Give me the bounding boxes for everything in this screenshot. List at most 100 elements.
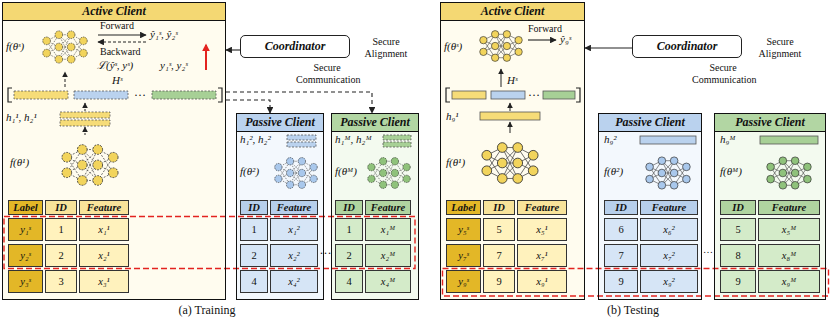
math-label: ℒ(ŷˢ, yˢ) — [97, 59, 133, 72]
table-cell: x₈ᴹ — [758, 244, 820, 267]
panel-heading: Passive Client — [599, 114, 701, 132]
panel-fill — [714, 113, 826, 300]
table-cell: x₅¹ — [517, 218, 567, 241]
math-label: f(θ¹) — [446, 156, 465, 169]
math-label: ŷ₉ˢ — [560, 33, 571, 46]
math-label: f(θˢ) — [6, 40, 24, 53]
table-cell: x₁¹ — [79, 218, 129, 241]
panel-fill — [236, 113, 324, 300]
table-cell: 7 — [604, 244, 638, 267]
table-cell: 4 — [335, 270, 363, 293]
table-header-cell: Feature — [270, 200, 318, 215]
table-cell: x₉² — [640, 270, 698, 293]
table-cell: 5 — [483, 218, 515, 241]
table-header-cell: ID — [604, 200, 638, 215]
panel-fills — [2, 2, 826, 300]
loss-arrow — [205, 45, 207, 70]
table-cell: x₂² — [270, 244, 318, 267]
math-label: Hˢ — [112, 74, 122, 87]
flow-arrow — [501, 69, 502, 87]
embedding-bar — [543, 91, 575, 99]
embedding-bar — [452, 91, 486, 99]
table-cell: y₅ˢ — [446, 218, 481, 241]
flow-arrow — [85, 127, 86, 135]
table-cell: x₁ᴹ — [365, 218, 411, 241]
math-label: f(θ¹) — [10, 156, 29, 169]
embedding-bar — [480, 112, 540, 120]
table-cell: x₁² — [270, 218, 318, 241]
math-label: h₉¹ — [446, 110, 459, 123]
box-title: Coordinator — [657, 39, 718, 54]
ellipsis: … — [320, 244, 332, 258]
panel-fill — [240, 35, 350, 58]
table-cell: 3 — [45, 270, 77, 293]
embedding-bar — [74, 91, 128, 99]
subcaption: (b) Testing — [607, 304, 659, 318]
bottom-model-network — [275, 158, 318, 189]
data-table: IDFeature6x₆²7x₇²9x₉² — [604, 200, 698, 296]
subcaption: (a) Training — [179, 304, 236, 318]
table-cell: y₃ˢ — [8, 270, 43, 293]
table-header-cell: ID — [335, 200, 363, 215]
note-label: Secure Alignment — [752, 36, 808, 59]
table-cell: 5 — [720, 218, 756, 241]
embedding-bar — [383, 142, 411, 147]
forward-arrow — [528, 39, 556, 40]
table-cell: 1 — [240, 218, 268, 241]
table-header-cell: Label — [446, 200, 481, 215]
panel-fill — [2, 2, 226, 300]
bottom-model-network — [767, 157, 811, 189]
data-table: IDFeature5x₅ᴹ8x₈ᴹ9x₉ᴹ — [720, 200, 820, 296]
math-label: f(θᴹ) — [335, 165, 357, 178]
alignment-frame — [443, 269, 829, 297]
embedding-bar — [60, 120, 110, 126]
table-cell: x₂¹ — [79, 244, 129, 267]
backward-arrow — [98, 41, 146, 42]
table-cell: 9 — [483, 270, 515, 293]
embedding-bar — [383, 135, 411, 140]
flow-arrow — [65, 72, 66, 87]
step-label: Forward — [528, 23, 562, 35]
note-label: Secure Communication — [692, 62, 754, 85]
panel-heading: Active Client — [3, 3, 225, 21]
table-header-cell: Feature — [517, 200, 567, 215]
table-cell: y₂ˢ — [8, 244, 43, 267]
math-label: h₁ᴹ, h₂ᴹ — [335, 133, 372, 146]
math-label: f(θˢ) — [444, 40, 462, 53]
note-label: Secure Communication — [296, 62, 358, 85]
table-cell: x₉¹ — [517, 270, 567, 293]
ellipsis: … — [703, 244, 713, 256]
table-cell: 8 — [720, 244, 756, 267]
step-label: Forward — [100, 20, 134, 32]
panel-fill — [331, 113, 419, 300]
step-label: Backward — [100, 46, 141, 58]
ellipsis: … — [134, 86, 146, 100]
connector-arrow — [585, 47, 632, 48]
math-label: h₁¹, h₂¹ — [6, 111, 37, 124]
forward-arrow — [98, 34, 146, 35]
math-label: Hˢ — [507, 74, 517, 87]
bottom-model-network — [482, 143, 538, 184]
embedding-bar — [287, 135, 316, 140]
math-label: h₉² — [604, 133, 617, 146]
table-cell: x₅ᴹ — [758, 218, 820, 241]
table-header-cell: ID — [240, 200, 268, 215]
table-cell: 7 — [483, 244, 515, 267]
panel-fill — [440, 2, 585, 300]
embedding-bar — [760, 136, 818, 144]
table-cell: 9 — [604, 270, 638, 293]
table-cell: x₇² — [640, 244, 698, 267]
bracket — [446, 88, 580, 102]
coordinator-box: Coordinator — [240, 35, 350, 58]
table-cell: 2 — [45, 244, 77, 267]
math-label: h₉ᴹ — [720, 133, 736, 146]
table-header-cell: Label — [8, 200, 43, 215]
illustration — [4, 31, 829, 296]
flow-arrow — [510, 122, 511, 133]
panel-fill — [598, 113, 702, 300]
panel-heading: Active Client — [441, 3, 584, 21]
math-label: f(θ²) — [604, 165, 623, 178]
connector-arrow — [226, 49, 240, 50]
data-table: LabelIDFeaturey₁ˢ1x₁¹y₂ˢ2x₂¹y₃ˢ3x₃¹ — [8, 200, 129, 296]
flow-arrow — [510, 103, 511, 111]
